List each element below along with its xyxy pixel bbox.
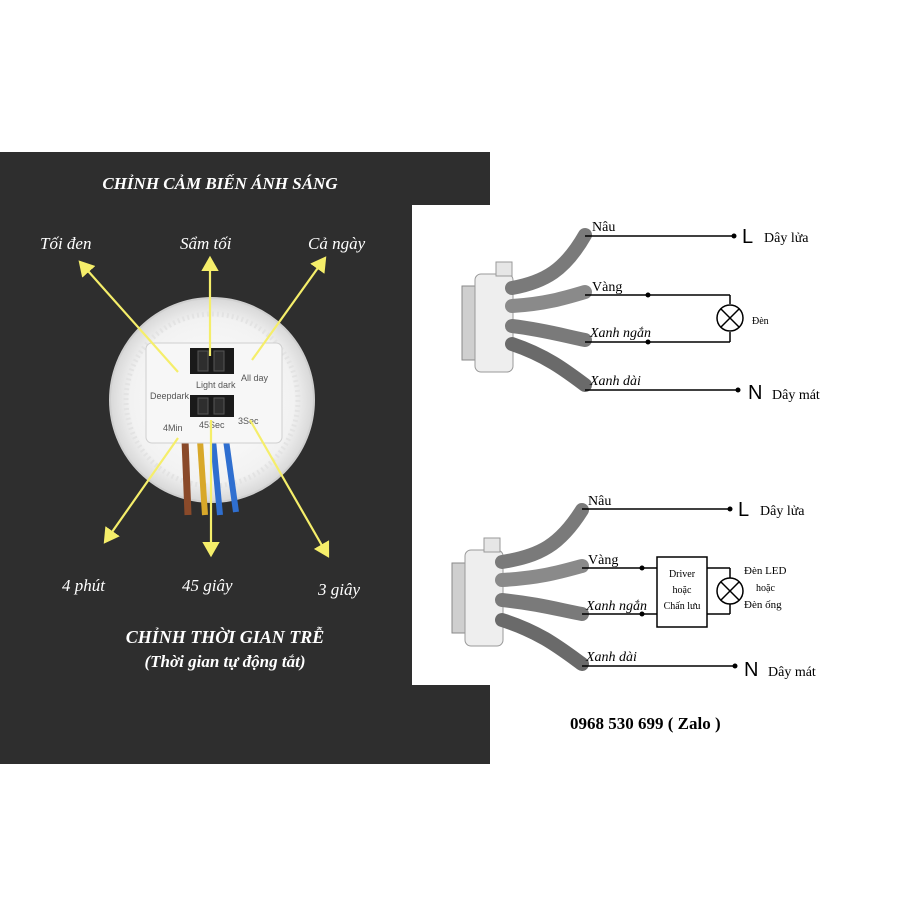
cable-xanh-dai-bottom — [495, 613, 589, 671]
arrow-4-phut — [103, 437, 179, 544]
terminal-N-top: N — [748, 382, 762, 404]
wire-label-xanh-ngan-top: Xanh ngắn — [589, 326, 651, 341]
wire-label-vang-bottom: Vàng — [588, 553, 618, 568]
photo-subtitle-note: (Thời gian tự động tắt) — [145, 652, 306, 671]
wire-label-vang-top: Vàng — [592, 280, 622, 295]
device-label-3sec: 3Sec — [238, 416, 259, 426]
light-switch-knob-left — [197, 350, 209, 372]
plug-tab-bottom — [483, 537, 501, 553]
wire-label-nau-bottom: Nâu — [588, 494, 611, 509]
option-ca-ngay: Cả ngày — [308, 234, 366, 253]
device-label-allday: All day — [241, 373, 269, 383]
option-45-giay: 45 giây — [182, 576, 233, 595]
driver-label-1: Driver — [669, 569, 696, 580]
terminal-N-bottom: N — [744, 659, 758, 681]
device-label-4min: 4Min — [163, 423, 183, 433]
driver-box — [656, 556, 708, 628]
plug-pins-bottom — [451, 562, 467, 634]
wire-label-xanh-dai-bottom: Xanh dài — [585, 650, 637, 665]
label-day-mat-bottom: Dây mát — [768, 665, 816, 680]
wiring-diagram-bottom: Nâu Vàng Xanh ngắn Xanh dài Driver hoặc … — [451, 494, 816, 681]
device-label-lightdark: Light dark — [196, 380, 236, 390]
node-N-top — [735, 387, 741, 393]
sensor-photo: Deepdark Light dark All day 4Min 45Sec 3… — [109, 297, 315, 516]
node-vang-bottom — [639, 565, 645, 571]
label-day-lua-bottom: Dây lửa — [760, 504, 805, 519]
driver-label-3: Chấn lưu — [664, 601, 701, 612]
arrow-toi-den — [78, 260, 179, 373]
contact-phone: 0968 530 699 ( Zalo ) — [570, 714, 721, 733]
terminal-L-bottom: L — [738, 499, 749, 521]
blue-wire-short — [210, 439, 223, 516]
pointer-arrows — [78, 255, 330, 558]
led-label-1: Đèn LED — [744, 565, 787, 577]
sensor-ribbed-ring — [123, 311, 301, 489]
brown-wire — [181, 439, 192, 516]
option-4-phut: 4 phút — [62, 576, 106, 595]
plug-pins-top — [461, 285, 477, 361]
label-day-mat-top: Dây mát — [772, 388, 820, 403]
time-switch-knob-right — [213, 397, 225, 415]
label-den-top: Đèn — [752, 316, 769, 327]
time-switch-knob-left — [197, 397, 209, 415]
arrow-3-giay — [249, 419, 330, 558]
node-L-bottom — [727, 506, 733, 512]
label-day-lua-top: Dây lửa — [764, 231, 809, 246]
control-block — [145, 342, 283, 444]
node-L-top — [731, 233, 737, 239]
driver-label-2: hoặc — [673, 585, 692, 596]
cable-xanh-dai-top — [505, 337, 592, 392]
lamp-icon — [716, 304, 744, 332]
photo-title: CHỈNH CẢM BIẾN ÁNH SÁNG — [102, 174, 338, 193]
cable-vang-bottom — [495, 559, 589, 587]
led-lamp-icon — [716, 577, 744, 605]
cable-nau-bottom — [495, 503, 589, 569]
terminal-L-top: L — [742, 226, 753, 248]
wire-label-xanh-dai-top: Xanh dài — [589, 374, 641, 389]
wiring-diagram-top: Nâu Vàng Xanh ngắn Xanh dài L Dây lửa Đè… — [461, 220, 820, 404]
node-xanh-ngan-bottom — [639, 611, 645, 617]
photo-subtitle: CHỈNH THỜI GIAN TRỄ — [126, 626, 325, 647]
device-label-deepdark: Deepdark — [150, 391, 190, 401]
plug-tab-top — [495, 261, 513, 277]
node-xanh-ngan-top — [645, 339, 651, 345]
option-3-giay: 3 giây — [317, 580, 360, 599]
light-switch-knob-right — [213, 350, 225, 372]
led-label-3: Đèn ống — [744, 599, 782, 611]
yellow-wire — [197, 439, 208, 516]
cable-vang-top — [505, 285, 592, 313]
wire-label-xanh-ngan-bottom: Xanh ngắn — [585, 599, 647, 614]
cable-nau-top — [505, 228, 592, 295]
time-switch-slot — [190, 395, 234, 417]
led-label-2: hoặc — [756, 583, 775, 594]
light-switch-slot — [190, 348, 234, 374]
node-vang-top — [645, 292, 651, 298]
cable-xanh-ngan-bottom — [495, 593, 589, 621]
wire-label-nau-top: Nâu — [592, 220, 615, 235]
arrow-ca-ngay — [251, 256, 327, 361]
option-toi-den: Tối đen — [40, 234, 91, 253]
node-N-bottom — [732, 663, 738, 669]
option-sam-toi: Sẩm tối — [180, 234, 232, 253]
blue-wire-long — [223, 439, 239, 513]
cable-xanh-ngan-top — [505, 319, 592, 347]
